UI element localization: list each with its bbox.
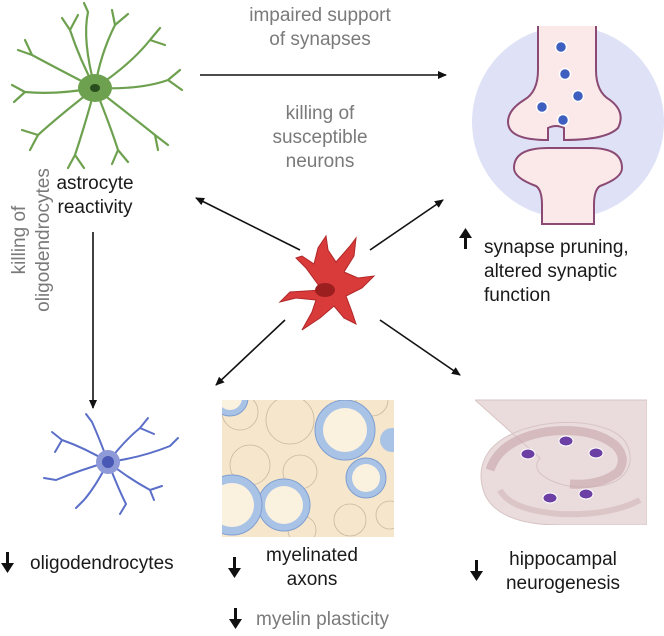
hippocampal-neurogenesis-label: hippocampal neurogenesis (505, 549, 621, 594)
arrow-microglia-to-synapse (369, 199, 444, 251)
down-arrow-icon (470, 560, 483, 581)
astrocyte-nucleus (90, 84, 100, 92)
microglia-icon (278, 234, 376, 331)
synapse-pruning-label: synapse pruning, altered synaptic functi… (484, 237, 629, 306)
arrow-microglia-to-myelin (215, 319, 286, 386)
astrocyte-reactivity-label: astrocyte reactivity (56, 173, 134, 218)
myelinated-axons-label: myelinated axons (266, 545, 358, 590)
arrows (89, 71, 461, 409)
arrow-microglia-to-hippocampus (379, 319, 461, 376)
down-arrow-icon (229, 608, 242, 629)
down-arrow-icon (1, 552, 14, 573)
astrocyte-icon (10, 1, 184, 170)
oligodendrocytes-label: oligodendrocytes (30, 553, 174, 574)
killing-neurons-label: killing of susceptible neurons (272, 103, 368, 172)
myelin-plasticity-label: myelin plasticity (256, 609, 390, 630)
impaired-support-label: impaired support of synapses (249, 5, 391, 50)
oligodendrocyte-nucleus (102, 456, 114, 468)
synapse-icon (472, 26, 664, 225)
hippocampus-icon (475, 398, 647, 525)
up-arrow-icon (459, 228, 472, 249)
indicator-arrows (1, 228, 483, 629)
arrow-microglia-to-astrocyte (195, 197, 301, 251)
down-arrow-icon (228, 557, 241, 578)
myelinated-axons-icon (222, 400, 394, 537)
